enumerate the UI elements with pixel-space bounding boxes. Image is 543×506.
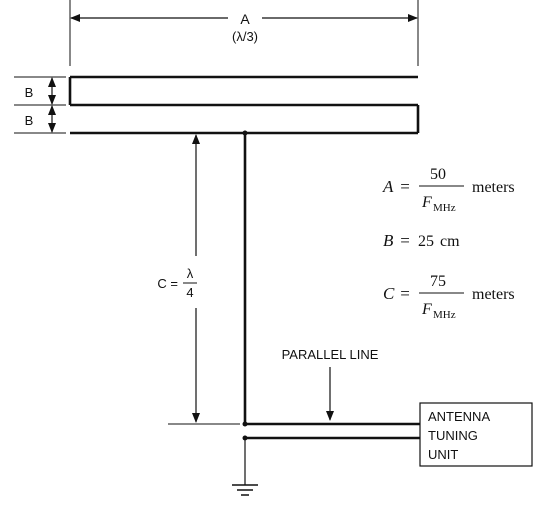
formula-b-lhs: B <box>383 231 394 250</box>
formula-b-equals: = <box>400 231 410 250</box>
tuning-unit-line-2: TUNING <box>428 428 478 443</box>
formula-b-value: 25 <box>418 233 434 250</box>
dimension-a: A (λ/3) <box>69 0 419 66</box>
dimension-a-label: A <box>240 11 250 27</box>
formula-a: A = 50 F MHz meters <box>382 166 515 214</box>
formula-c: C = 75 F MHz meters <box>383 273 515 321</box>
formula-c-lhs: C <box>383 284 395 303</box>
ground-symbol <box>232 438 258 496</box>
dimension-c-label: C = <box>157 276 178 291</box>
dimension-c-numerator: λ <box>187 266 194 281</box>
tuning-unit-line-1: ANTENNA <box>428 409 490 424</box>
feedline-corner-dot <box>242 421 248 427</box>
formula-b-unit: cm <box>440 233 460 250</box>
feedpoint-junction-dot <box>242 130 248 136</box>
tuning-unit-line-3: UNIT <box>428 447 458 462</box>
formula-c-denominator-subscript: MHz <box>433 309 456 321</box>
folded-dipole <box>68 75 420 135</box>
dimension-b-top-label: B <box>25 85 34 100</box>
formula-a-unit: meters <box>472 179 515 196</box>
dimension-c-denominator: 4 <box>186 285 193 300</box>
formula-a-denominator-subscript: MHz <box>433 202 456 214</box>
parallel-line-label: PARALLEL LINE <box>282 347 379 362</box>
formula-a-denominator: F <box>421 194 432 211</box>
dimension-c: C = λ 4 <box>157 134 240 425</box>
formula-a-equals: = <box>400 177 410 196</box>
tuning-unit-box <box>419 402 533 467</box>
formula-c-equals: = <box>400 284 410 303</box>
antenna-tuning-unit: ANTENNA TUNING UNIT <box>419 402 533 467</box>
dimension-b-bottom-label: B <box>25 113 34 128</box>
formula-c-denominator: F <box>421 301 432 318</box>
dimension-a-note: (λ/3) <box>232 29 258 44</box>
formula-a-lhs: A <box>382 177 394 196</box>
formula-c-numerator: 75 <box>430 273 446 290</box>
dimension-b: B B <box>14 76 66 134</box>
formula-c-unit: meters <box>472 286 515 303</box>
feedline <box>242 130 420 441</box>
parallel-line-callout: PARALLEL LINE <box>282 347 379 421</box>
formula-a-numerator: 50 <box>430 166 446 183</box>
formula-b: B = 25 cm <box>383 231 460 250</box>
